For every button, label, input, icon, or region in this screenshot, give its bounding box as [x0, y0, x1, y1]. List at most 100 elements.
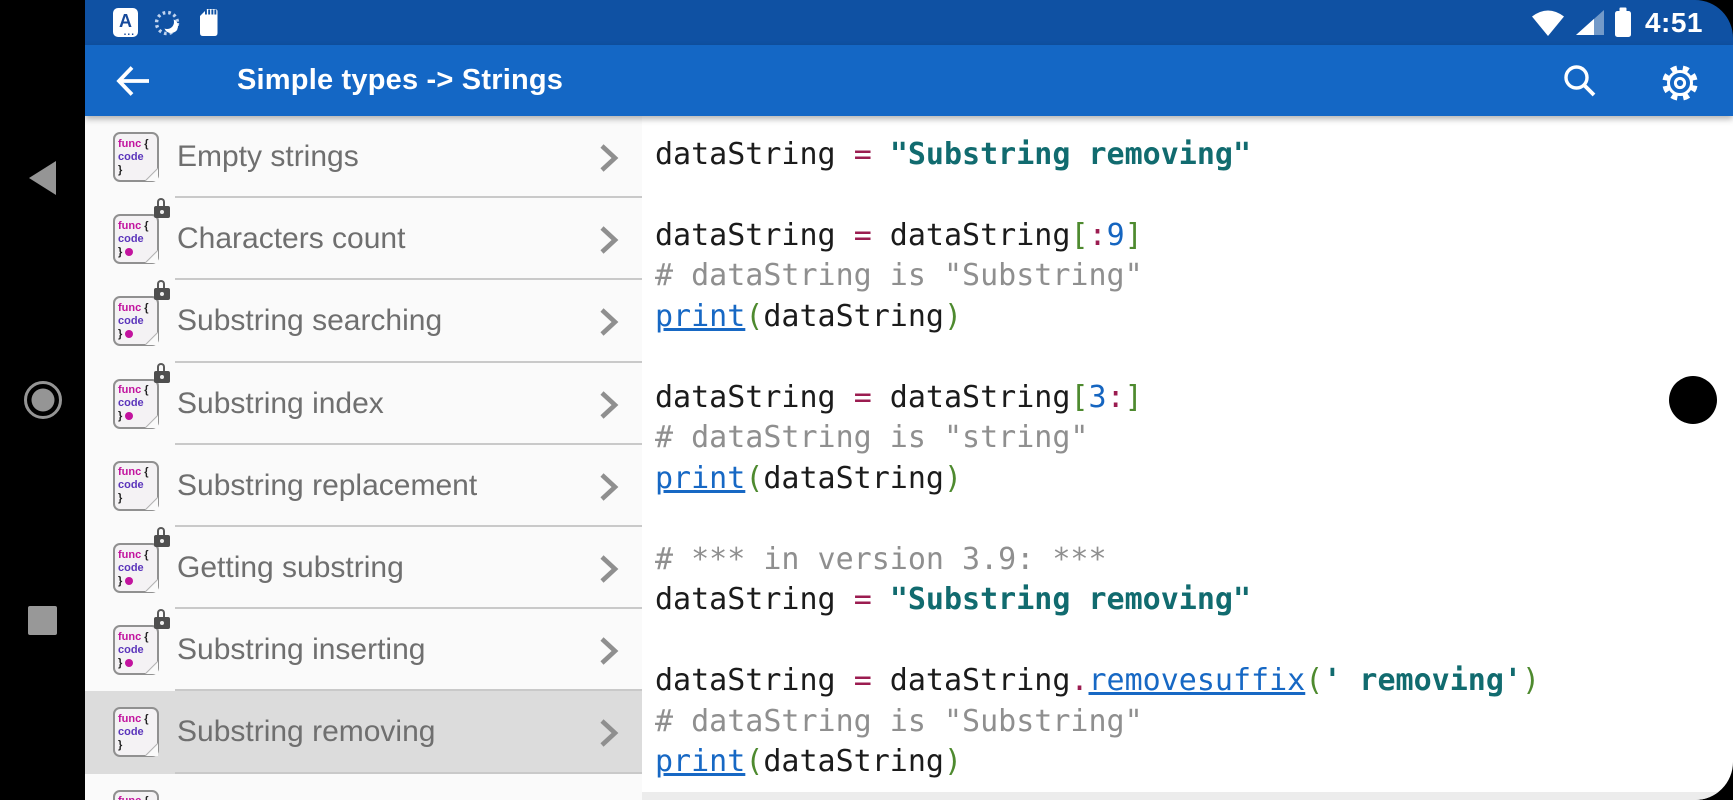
sidebar-item-getting-substring[interactable]: func {code}Getting substring	[85, 527, 642, 610]
code-token-bracket: )	[944, 460, 963, 496]
code-token-text: dataString	[871, 663, 1071, 699]
code-snippet-icon: func {code}	[113, 789, 159, 800]
code-token-text: dataString	[655, 663, 854, 699]
code-token-text: dataString	[655, 379, 854, 415]
sidebar-item-substring-inserting[interactable]: func {code}Substring inserting	[85, 609, 642, 692]
code-token-comment: # dataString is "string"	[655, 420, 1089, 456]
sidebar-item-substring-replacement[interactable]: func {code}Substring replacement	[85, 445, 642, 527]
cell-signal-icon	[1575, 10, 1604, 35]
code-token-operator: =	[853, 379, 872, 415]
sidebar-item-characters-count[interactable]: func {code}Characters count	[85, 198, 642, 281]
code-line	[655, 621, 1733, 662]
code-token-comment: # *** in version 3.9: ***	[655, 541, 1107, 577]
code-snippet-icon: func {code}	[113, 362, 170, 429]
code-token-bracket: (	[1305, 663, 1324, 699]
app-bar: Simple types -> Strings	[85, 45, 1733, 116]
code-token-bracket: )	[1522, 663, 1541, 699]
code-token-operator: =	[853, 663, 872, 699]
nav-home-button[interactable]	[0, 355, 85, 445]
clock-time: 4:51	[1644, 6, 1703, 38]
code-line: dataString = dataString[3:]	[655, 378, 1733, 419]
code-line: print(dataString)	[655, 459, 1733, 500]
chevron-right-icon	[598, 306, 620, 338]
page-title: Simple types -> Strings	[237, 64, 564, 96]
code-function-link[interactable]: print	[655, 744, 746, 780]
sidebar-item-substring-index[interactable]: func {code}Substring index	[85, 362, 642, 445]
code-token-text: dataString	[763, 744, 944, 780]
code-snippet-icon: func {code}	[113, 527, 170, 594]
search-icon	[1564, 65, 1596, 97]
chevron-right-icon	[598, 717, 620, 749]
nav-recents-button[interactable]	[0, 575, 85, 665]
search-button[interactable]	[1560, 61, 1600, 101]
sidebar-item-substring-searching[interactable]: func {code}Substring searching	[85, 280, 642, 363]
code-token-bracket: ]	[1124, 217, 1143, 253]
sidebar-item-label: Empty strings	[177, 140, 359, 174]
code-token-operator: =	[853, 217, 872, 253]
code-token-text	[872, 137, 890, 172]
status-bar-notification-icons: A...	[113, 0, 219, 45]
progress-dot	[125, 412, 134, 421]
code-token-text: dataString	[655, 582, 854, 618]
sidebar-item-substring-removing[interactable]: func {code} Substring removing	[85, 691, 642, 774]
chevron-right-icon	[598, 471, 620, 503]
chevron-right-icon	[598, 142, 620, 174]
nav-back-button[interactable]	[0, 133, 85, 223]
code-line	[655, 175, 1733, 216]
code-snippet-icon: func {code}	[113, 707, 159, 758]
code-token-text: dataString	[763, 298, 944, 334]
code-line: # dataString is "Substring"	[655, 702, 1733, 743]
code-token-string: "Substring removing"	[889, 136, 1252, 172]
code-token-bracket: )	[944, 298, 963, 334]
code-line: dataString = "Substring removing"	[655, 135, 1733, 176]
code-token-operator: =	[853, 582, 872, 618]
code-line	[655, 499, 1733, 540]
code-line: dataString = "Substring removing"	[655, 580, 1733, 621]
home-circle-icon	[23, 381, 62, 419]
row-separator	[175, 524, 642, 527]
code-token-comment: # dataString is "Substring"	[655, 703, 1143, 739]
row-separator	[175, 607, 642, 610]
code-line: # dataString is "Substring"	[655, 256, 1733, 297]
code-token-bracket: (	[745, 298, 764, 334]
sidebar-item-label: Substring searching	[177, 304, 443, 338]
code-function-link[interactable]: print	[655, 298, 746, 334]
code-token-string: "Substring removing"	[889, 582, 1252, 618]
row-separator	[175, 689, 642, 692]
camera-cutout	[1669, 376, 1717, 424]
code-token-operator: .	[1070, 663, 1089, 699]
code-snippet-icon: func {code}	[113, 460, 159, 511]
code-token-text	[872, 582, 890, 617]
sidebar-item-label: Getting substring	[177, 551, 404, 585]
settings-button[interactable]	[1658, 61, 1698, 101]
code-function-link[interactable]: removesuffix	[1088, 663, 1306, 699]
code-token-bracket: (	[745, 744, 764, 780]
code-view[interactable]: dataString = "Substring removing"dataStr…	[642, 116, 1733, 800]
code-token-text: dataString	[655, 136, 854, 172]
sd-card-icon	[200, 9, 218, 36]
progress-dot	[125, 247, 134, 256]
back-triangle-icon	[29, 161, 56, 195]
code-token-bracket: [	[1070, 217, 1089, 253]
recents-square-icon	[28, 605, 57, 635]
chevron-right-icon	[598, 553, 620, 585]
code-token-text: dataString	[871, 379, 1071, 415]
sidebar-item-empty-strings[interactable]: func {code}Empty strings	[85, 116, 642, 199]
code-snippet-icon: func {code}	[113, 280, 170, 347]
progress-dot	[125, 330, 134, 339]
settings-gear-icon	[1662, 65, 1698, 101]
code-token-comment: # dataString is "Substring"	[655, 258, 1143, 294]
code-token-number: 3	[1088, 379, 1107, 415]
sidebar-item-partial[interactable]: func {code}	[85, 774, 642, 800]
chevron-right-icon	[598, 389, 620, 421]
lock-icon	[154, 362, 170, 384]
code-block: dataString = "Substring removing"dataStr…	[655, 135, 1733, 783]
back-button[interactable]	[115, 62, 153, 100]
code-line: dataString = dataString.removesuffix(' r…	[655, 661, 1733, 702]
code-token-bracket: )	[944, 744, 963, 780]
code-line: print(dataString)	[655, 742, 1733, 783]
sidebar-item-label: Substring removing	[177, 715, 436, 749]
progress-dot	[125, 658, 134, 667]
code-function-link[interactable]: print	[655, 460, 746, 496]
